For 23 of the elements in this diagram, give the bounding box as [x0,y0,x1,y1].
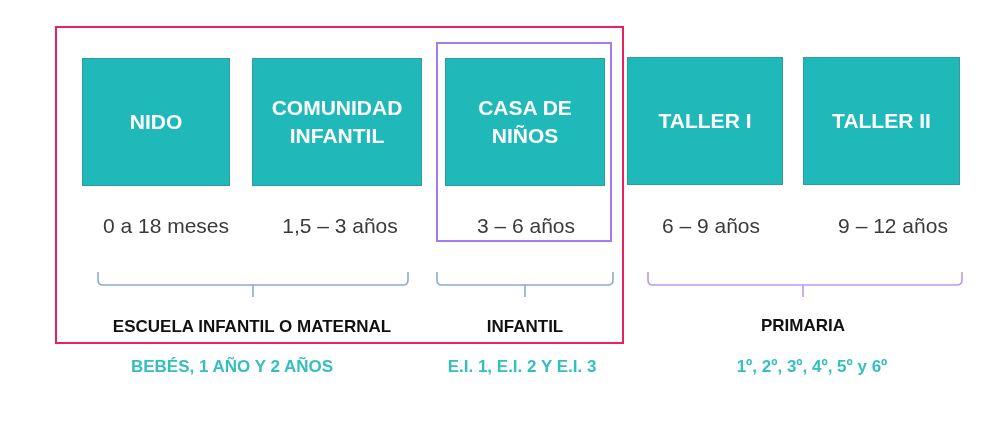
stage-title: COMUNIDAD INFANTIL [270,94,404,149]
group-label: PRIMARIA [760,316,846,336]
stage-box [82,58,230,186]
highlight-frame [55,26,624,344]
stage-box [445,58,605,186]
stage-box [252,58,422,186]
group-label: ESCUELA INFANTIL O MATERNAL [112,317,392,337]
group-label: INFANTIL [486,317,564,337]
age-range-text: 9 – 12 años [838,214,948,238]
highlight-frame [436,42,612,242]
age-range-text: 1,5 – 3 años [282,214,398,238]
age-range-text: 0 a 18 meses [102,214,230,238]
grade-label: 1º, 2º, 3º, 4º, 5º y 6º [736,357,888,377]
age-range-text: 6 – 9 años [661,214,761,238]
stage-title: NIDO [129,108,183,135]
stage-title: CASA DE NIÑOS [477,94,573,149]
grade-label: BEBÉS, 1 AÑO Y 2 AÑOS [130,357,334,377]
stage-box [803,57,960,185]
age-range-text: 3 – 6 años [476,214,576,238]
stage-box [627,57,783,185]
stage-title: TALLER I [658,107,752,134]
stage-title: TALLER II [832,107,931,134]
grade-label: E.I. 1, E.I. 2 Y E.I. 3 [447,357,597,377]
